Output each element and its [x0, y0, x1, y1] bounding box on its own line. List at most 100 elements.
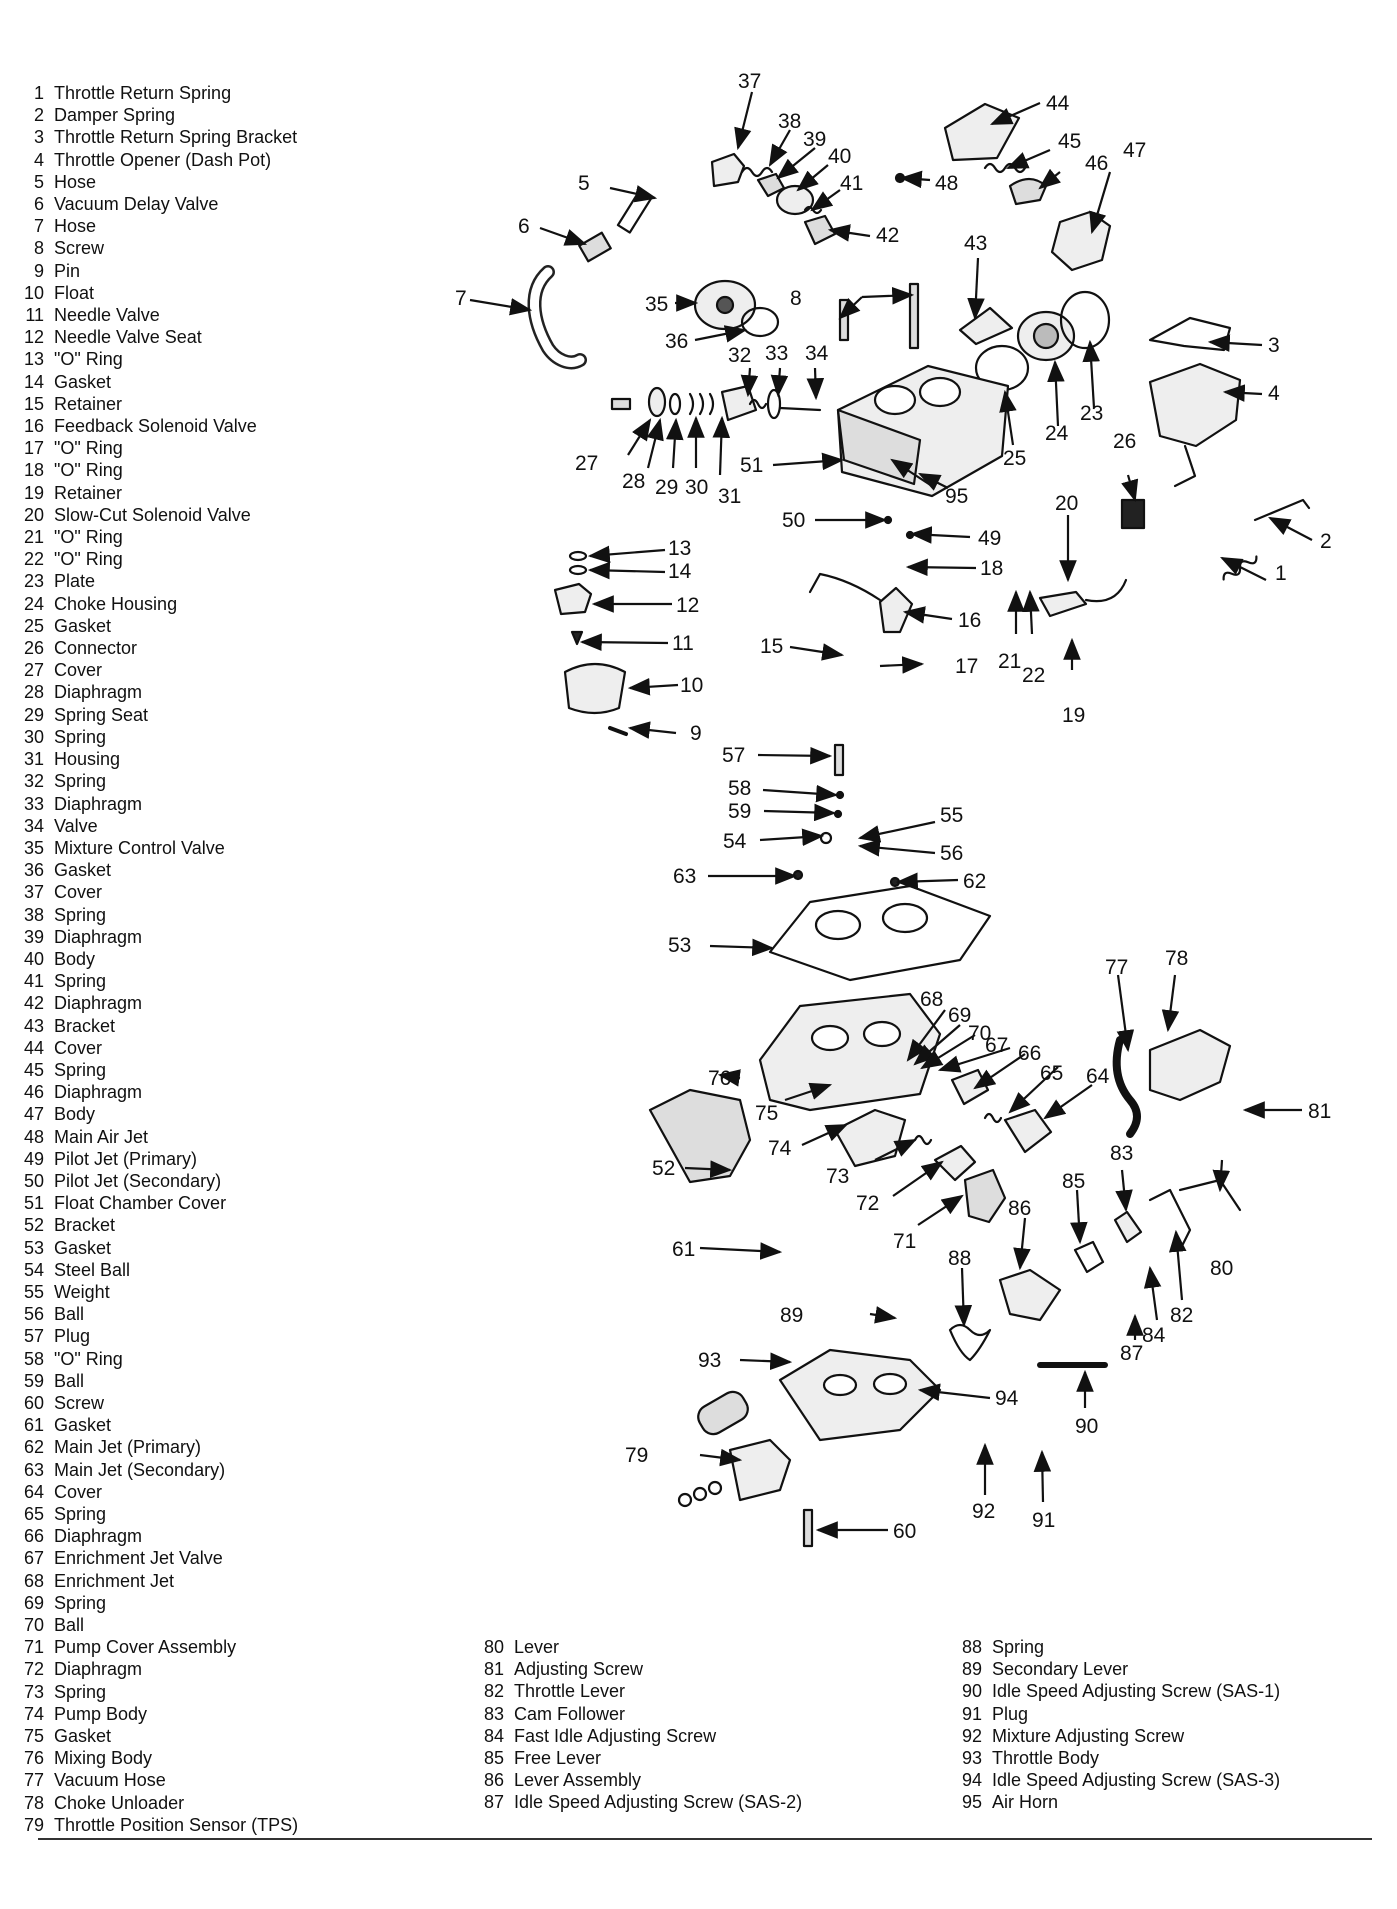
part-connector-26: [1120, 498, 1146, 530]
part-spring-30: [688, 392, 715, 416]
callout-81: 81: [1308, 1100, 1331, 1123]
legend-label: Gasket: [54, 371, 112, 392]
legend-number: 16: [23, 416, 44, 437]
legend-number: 42: [23, 993, 44, 1014]
legend-label: Feedback Solenoid Valve: [54, 416, 257, 437]
part-spring-32: [748, 398, 768, 410]
legend-number: 21: [23, 527, 44, 548]
legend-number: 2: [33, 105, 44, 126]
legend-number: 18: [23, 460, 44, 481]
part-cover-44: [943, 102, 1021, 162]
callout-67: 67: [985, 1034, 1008, 1057]
callout-33: 33: [765, 342, 788, 365]
legend-label: Hose: [54, 171, 97, 192]
legend-number: 76: [23, 1748, 44, 1769]
callout-93: 93: [698, 1349, 721, 1372]
legend-number: 72: [23, 1659, 44, 1680]
part-needle-valve-11: [570, 630, 584, 646]
callout-87: 87: [1120, 1342, 1143, 1365]
legend-label: Ball: [54, 1370, 85, 1391]
legend-number: 90: [961, 1681, 982, 1702]
legend-label: Lever: [514, 1637, 560, 1657]
legend-number: 32: [23, 771, 44, 792]
callout-95: 95: [945, 485, 968, 508]
legend-label: Plate: [54, 571, 96, 592]
legend-label: Bracket: [54, 1215, 116, 1236]
part-o-ring-13: [568, 550, 588, 562]
callout-55: 55: [940, 804, 963, 827]
legend-label: "O" Ring: [54, 527, 123, 548]
legend-number: 81: [483, 1659, 504, 1680]
legend-label: Plug: [992, 1703, 1029, 1724]
callout-25: 25: [1003, 447, 1026, 470]
legend-row: 80 Lever: [470, 1636, 802, 1658]
legend-number: 58: [23, 1348, 44, 1369]
callout-47: 47: [1123, 139, 1146, 162]
part-throttle-body-93: [778, 1348, 942, 1442]
callout-51: 51: [740, 454, 763, 477]
part-diaphragm-28: [647, 386, 667, 418]
legend-number: 15: [23, 393, 44, 414]
legend-label: "O" Ring: [54, 1348, 123, 1369]
legend-number: 3: [33, 127, 44, 148]
part-float-10: [563, 662, 627, 715]
part-diaphragm-66: [950, 1068, 990, 1106]
part-lever-assembly-86: [998, 1268, 1062, 1322]
part-spring-38: [740, 166, 774, 178]
legend-label: Diaphragm: [54, 1082, 143, 1103]
legend-label: Pump Body: [54, 1703, 148, 1724]
legend-number: 84: [483, 1725, 504, 1746]
part-needle-valve-seat-12: [553, 582, 593, 616]
callout-78: 78: [1165, 947, 1188, 970]
callout-84: 84: [1142, 1324, 1166, 1347]
callout-56: 56: [940, 842, 963, 865]
legend-label: Free Lever: [514, 1748, 602, 1769]
legend-number: 80: [483, 1637, 504, 1657]
legend-label: Choke Housing: [54, 593, 178, 614]
legend-number: 24: [23, 593, 44, 614]
legend-label: Choke Unloader: [54, 1792, 185, 1813]
callout-63: 63: [673, 865, 696, 888]
legend-number: 31: [23, 749, 44, 770]
part-gasket-14: [568, 564, 588, 576]
part-pin-9: [608, 726, 628, 736]
legend-number: 9: [33, 260, 44, 281]
part-bracket-43: [958, 306, 1014, 346]
legend-number: 26: [23, 638, 44, 659]
part-diaphragm-46: [1008, 177, 1048, 206]
legend-label: Diaphragm: [54, 1659, 143, 1680]
legend-label: Main Jet (Secondary): [54, 1459, 226, 1480]
part-pump-body-74: [833, 1108, 907, 1168]
legend-label: Throttle Body: [992, 1748, 1100, 1769]
part-gasket-36: [740, 306, 780, 338]
legend-number: 11: [25, 305, 44, 326]
legend-row: 24 Choke Housing: [10, 593, 298, 615]
part-free-lever-85: [1073, 1240, 1105, 1274]
legend-label: Needle Valve: [54, 305, 160, 326]
part-cylinder: [697, 1390, 749, 1436]
